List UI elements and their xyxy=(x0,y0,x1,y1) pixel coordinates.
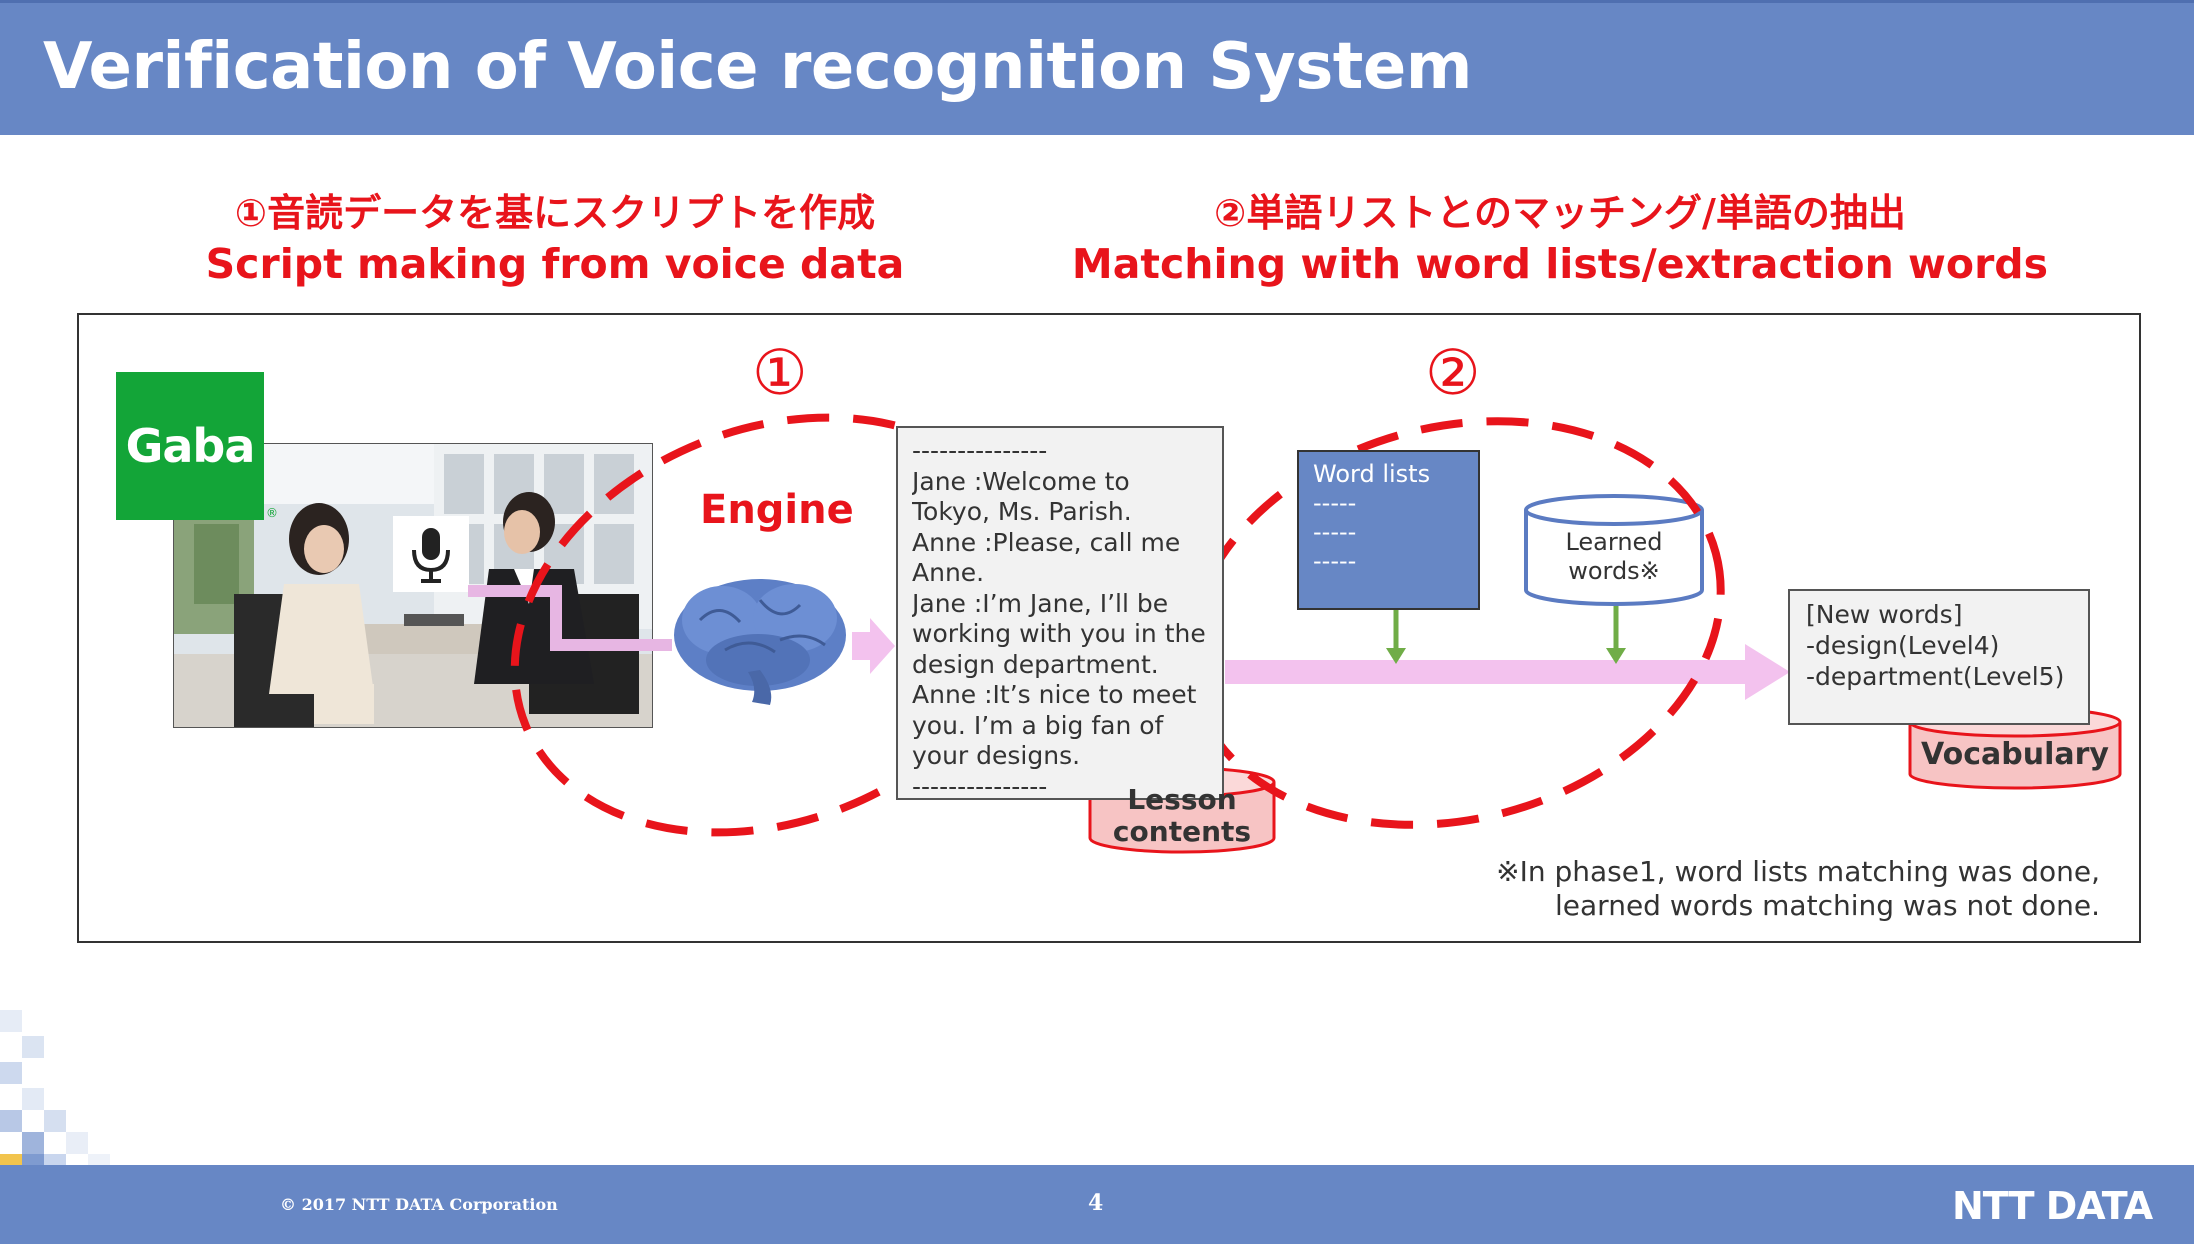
interview-photo-illustration xyxy=(174,444,652,727)
slide-title: Verification of Voice recognition System xyxy=(43,30,1472,104)
section-2-english: Matching with word lists/extraction word… xyxy=(1071,240,2049,288)
word-lists-title: Word lists xyxy=(1313,460,1431,488)
learned-words-label: Learned words※ xyxy=(1526,528,1702,586)
learned-down-arrowhead xyxy=(1606,648,1626,664)
copyright-text: © 2017 NTT DATA Corporation xyxy=(280,1195,558,1214)
script-line: --------------- xyxy=(912,436,1048,465)
phase-note: ※In phase1, word lists matching was done… xyxy=(1470,855,2100,923)
script-line: Jane :Welcome to xyxy=(912,466,1130,496)
section-heading-2: ②単語リストとのマッチング/単語の抽出 Matching with word l… xyxy=(1060,188,2060,290)
ntt-data-logo: NTT DATA xyxy=(1952,1184,2153,1228)
page-number: 4 xyxy=(1088,1190,1104,1216)
script-line: Anne. xyxy=(912,558,985,587)
mic-to-engine-connector xyxy=(468,585,672,651)
script-line: Tokyo, Ms. Parish. xyxy=(912,497,1132,526)
microphone-card xyxy=(393,516,469,592)
script-line: --------------- xyxy=(912,771,1048,801)
word-lists-line: ----- xyxy=(1313,489,1357,517)
engine-label: Engine xyxy=(700,487,854,533)
script-line: Anne :It’s nice to meet xyxy=(912,680,1197,709)
phase-note-line: learned words matching was not done. xyxy=(1555,889,2100,922)
wordlist-down-arrowhead xyxy=(1386,648,1406,664)
script-line: Jane :I’m Jane, I’ll be xyxy=(912,588,1169,618)
step2-marker: ② xyxy=(1425,336,1481,409)
vocabulary-label: Vocabulary xyxy=(1921,737,2109,772)
script-line: your designs. xyxy=(912,741,1081,770)
script-line: you. I’m a big fan of xyxy=(912,710,1164,740)
learned-words-label-line: words※ xyxy=(1568,557,1660,585)
lesson-contents-label: Lesson contents xyxy=(1090,784,1274,848)
word-lists-box: Word lists ----- ----- ----- xyxy=(1297,450,1480,610)
section-heading-1: ①音読データを基にスクリプトを作成 Script making from voi… xyxy=(180,188,930,290)
engine-to-script-arrow xyxy=(852,618,895,674)
header-bar xyxy=(0,0,2194,135)
new-words-box: [New words] -design(Level4) -department(… xyxy=(1788,589,2090,725)
brain-icon xyxy=(674,579,846,705)
section-2-japanese: ②単語リストとのマッチング/単語の抽出 xyxy=(1214,191,1906,235)
script-line: design department. xyxy=(912,649,1159,679)
phase-note-line: ※In phase1, word lists matching was done… xyxy=(1496,855,2100,888)
word-lists-line: ----- xyxy=(1313,547,1357,575)
script-line: Anne :Please, call me xyxy=(912,527,1181,557)
interview-photo xyxy=(173,443,653,728)
microphone-icon xyxy=(412,528,450,583)
vocabulary-cylinder xyxy=(1908,706,2122,790)
gaba-logo: Gaba xyxy=(116,372,264,520)
learned-words-cylinder xyxy=(1524,494,1704,606)
new-word-item: -department(Level5) xyxy=(1806,662,2065,691)
learned-words-label-line: Learned xyxy=(1565,528,1663,556)
step1-marker: ① xyxy=(752,336,808,409)
script-line: working with you in the xyxy=(912,619,1206,648)
section-1-japanese: ①音読データを基にスクリプトを作成 xyxy=(234,191,876,235)
gaba-registered-mark: ® xyxy=(266,506,278,520)
lesson-contents-label-line: Lesson xyxy=(1127,783,1237,816)
word-lists-line: ----- xyxy=(1313,518,1357,546)
new-word-item: -design(Level4) xyxy=(1806,631,2000,660)
footer-bar xyxy=(0,1165,2194,1244)
script-to-newwords-arrow xyxy=(1225,644,1790,700)
lesson-contents-label-line: contents xyxy=(1112,815,1252,848)
script-box: --------------- Jane :Welcome to Tokyo, … xyxy=(896,426,1224,801)
section-1-english: Script making from voice data xyxy=(205,240,905,288)
new-words-title: [New words] xyxy=(1806,600,1963,629)
